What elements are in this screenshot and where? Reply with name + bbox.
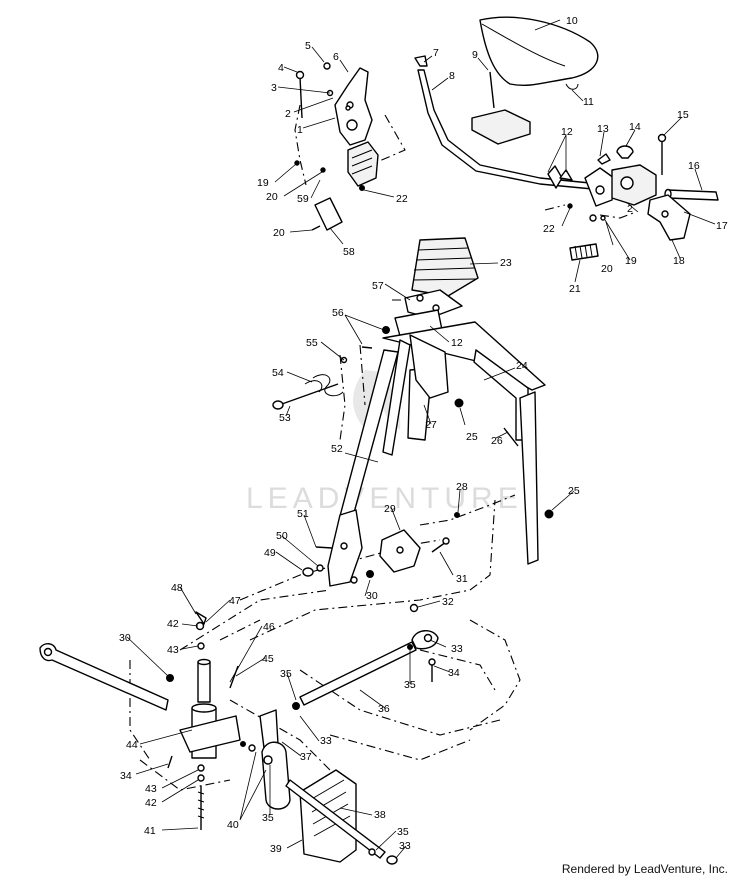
callout-2: 2: [285, 108, 291, 120]
callout-7: 7: [433, 47, 439, 59]
callout-17: 17: [716, 220, 728, 232]
callout-19: 19: [257, 177, 269, 189]
callout-22: 22: [543, 223, 555, 235]
callout-5: 5: [305, 40, 311, 52]
callout-12: 12: [561, 126, 573, 138]
callout-21: 21: [569, 283, 581, 295]
callout-35: 35: [397, 826, 409, 838]
callout-52: 52: [331, 443, 343, 455]
callout-20: 20: [601, 263, 613, 275]
shift-lever: [272, 349, 399, 587]
callout-37: 37: [300, 751, 312, 763]
callout-33: 33: [399, 840, 411, 852]
callout-10: 10: [566, 15, 578, 27]
callout-18: 18: [673, 255, 685, 267]
callout-46: 46: [263, 621, 275, 633]
callout-16: 16: [688, 160, 700, 172]
callout-19: 19: [625, 255, 637, 267]
callout-22: 22: [396, 193, 408, 205]
axle-assembly: [248, 741, 398, 865]
callout-6: 6: [333, 51, 339, 63]
callout-29: 29: [384, 503, 396, 515]
callout-50: 50: [276, 530, 288, 542]
callout-4: 4: [278, 62, 284, 74]
callout-15: 15: [677, 109, 689, 121]
callout-35: 35: [262, 812, 274, 824]
callout-33: 33: [320, 735, 332, 747]
callout-20: 20: [273, 227, 285, 239]
callout-11: 11: [583, 96, 594, 108]
callout-34: 34: [448, 667, 460, 679]
leader-lines: [126, 19, 716, 859]
callout-20: 20: [266, 191, 278, 203]
callout-57: 57: [372, 280, 384, 292]
callout-labels: 1 2 2 3 4 5 6 7 8 9 10 11 12 12 13 14 15…: [119, 15, 728, 855]
callout-42: 42: [167, 618, 179, 630]
callout-41: 41: [144, 825, 156, 837]
callout-23: 23: [500, 257, 512, 269]
frame-assembly: [361, 237, 554, 565]
callout-27: 27: [425, 419, 437, 431]
callout-32: 32: [442, 596, 454, 608]
seat: [471, 16, 599, 145]
spindle-assembly: [39, 611, 279, 830]
callout-42: 42: [145, 797, 157, 809]
callout-59: 59: [297, 193, 309, 205]
watermark-text: LEADVENTURE: [246, 482, 523, 515]
callout-48: 48: [171, 582, 183, 594]
callout-14: 14: [629, 121, 641, 133]
callout-24: 24: [516, 360, 528, 372]
callout-45: 45: [262, 653, 274, 665]
callout-25: 25: [466, 431, 478, 443]
callout-55: 55: [306, 337, 318, 349]
callout-56: 56: [332, 307, 344, 319]
callout-58: 58: [343, 246, 355, 258]
callout-36: 36: [378, 703, 390, 715]
callout-47: 47: [229, 595, 241, 607]
callout-26: 26: [491, 435, 503, 447]
tie-rod: [292, 630, 439, 710]
chassis-outline: [129, 104, 637, 791]
callout-1: 1: [297, 124, 303, 136]
mount-bracket: [379, 512, 460, 613]
callout-31: 31: [456, 573, 468, 585]
callout-13: 13: [597, 123, 609, 135]
callout-2: 2: [627, 203, 633, 215]
callout-30: 30: [366, 590, 378, 602]
callout-38: 38: [374, 809, 386, 821]
callout-8: 8: [449, 70, 455, 82]
callout-43: 43: [145, 783, 157, 795]
callout-34: 34: [120, 770, 132, 782]
callout-12: 12: [451, 337, 463, 349]
callout-33: 33: [451, 643, 463, 655]
callout-25: 25: [568, 485, 580, 497]
callout-35: 35: [404, 679, 416, 691]
render-credit: Rendered by LeadVenture, Inc.: [561, 862, 728, 876]
callout-28: 28: [456, 481, 468, 493]
callout-3: 3: [271, 82, 277, 94]
control-housing: [547, 133, 719, 261]
callout-49: 49: [264, 547, 276, 559]
callout-53: 53: [279, 412, 291, 424]
callout-9: 9: [472, 49, 478, 61]
callout-39: 39: [270, 843, 282, 855]
callout-35: 35: [280, 668, 292, 680]
callout-54: 54: [272, 367, 284, 379]
callout-51: 51: [297, 508, 309, 520]
callout-30: 30: [119, 632, 131, 644]
callout-43: 43: [167, 644, 179, 656]
callout-44: 44: [126, 739, 138, 751]
callout-40: 40: [227, 819, 239, 831]
